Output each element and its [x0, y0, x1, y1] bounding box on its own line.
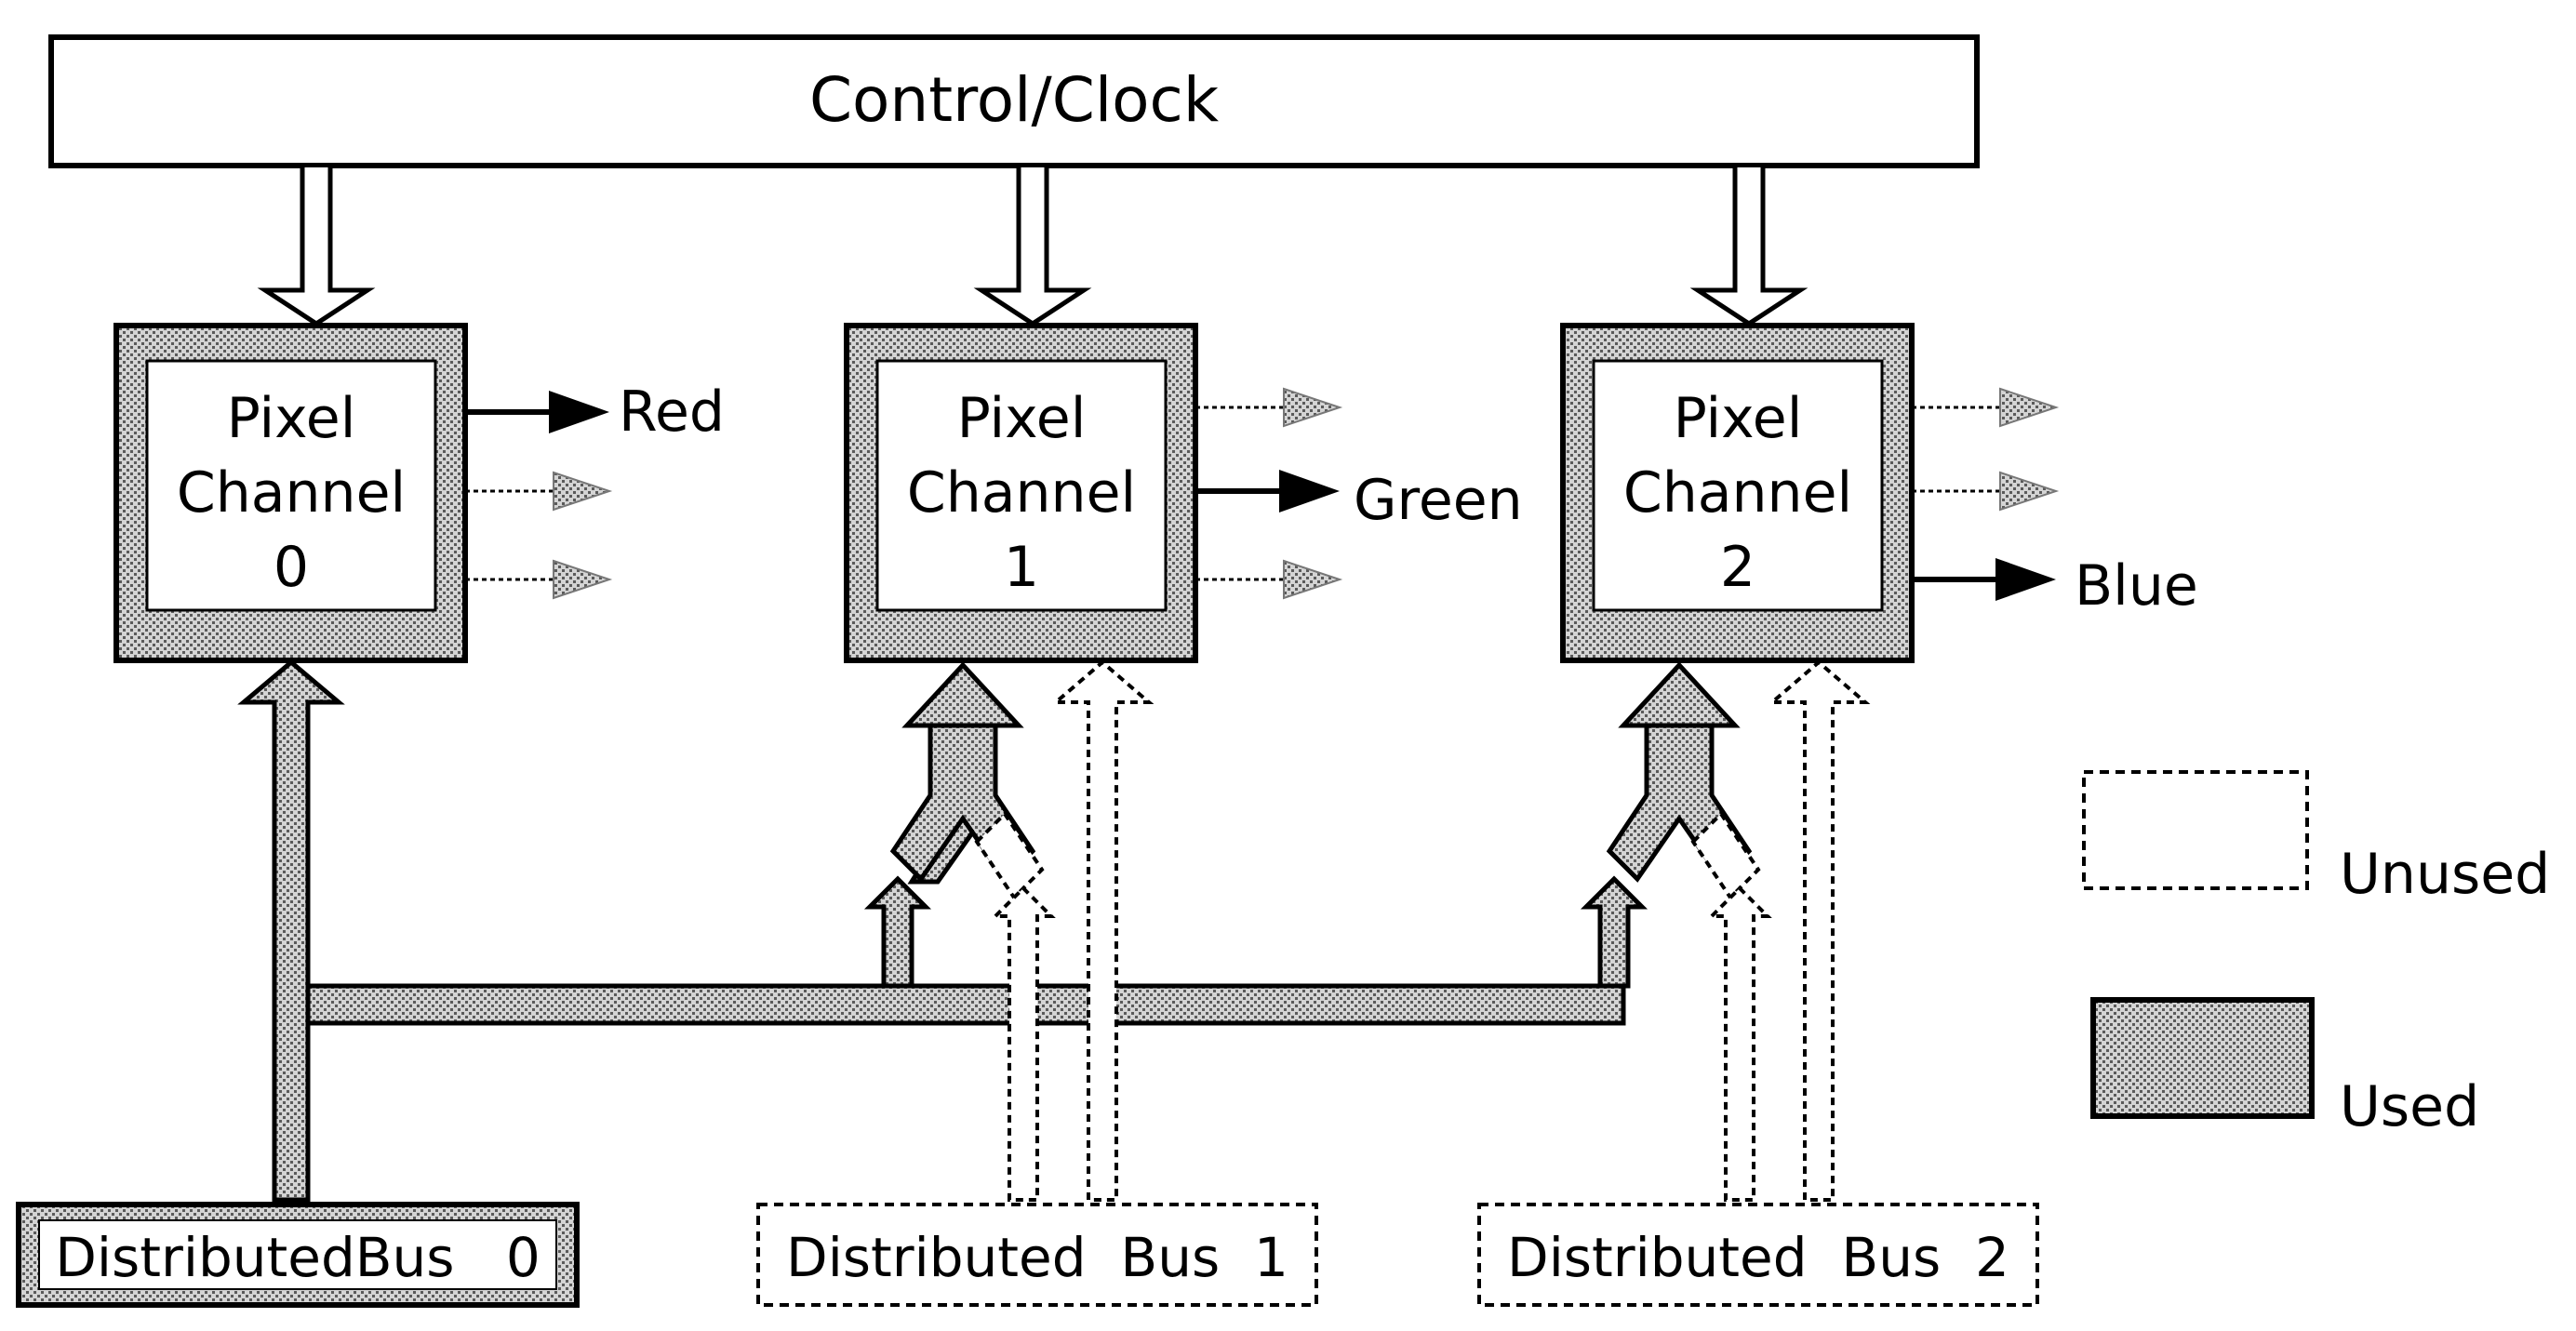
channel-1-direct-unused [1050, 659, 1155, 1202]
channel-2-line3: 2 [1720, 535, 1755, 600]
channel-1-output-unused-1 [1195, 387, 1343, 428]
control-arrow-0 [257, 167, 376, 326]
control-clock-label: Control/Clock [809, 64, 1220, 136]
distributed-bus-1-label: Distributed Bus 1 [786, 1226, 1288, 1289]
channel-1-output-used [1195, 470, 1340, 512]
legend-used-swatch [2090, 997, 2315, 1119]
control-arrow-2 [1689, 167, 1809, 326]
channel-1-line2: Channel [907, 460, 1136, 526]
legend: Unused Used [2082, 770, 2550, 1139]
channel-2-output-used [1912, 558, 2056, 601]
channel-2-output-unused-2 [1912, 471, 2060, 512]
legend-unused-label: Unused [2340, 842, 2550, 907]
legend-used-label: Used [2340, 1074, 2479, 1139]
pixel-channel-0: Pixel Channel 0 [113, 323, 468, 663]
output-red-label: Red [619, 379, 725, 445]
distributed-bus-1: Distributed Bus 1 [756, 1203, 1318, 1307]
channel-0-line3: 0 [274, 535, 309, 600]
channel-2-merge-unused [1690, 810, 1772, 1202]
channel-0-output-unused-2 [465, 559, 613, 600]
distributed-bus-2: Distributed Bus 2 [1477, 1203, 2039, 1307]
channel-1-merge-unused [974, 810, 1056, 1202]
channel-2-direct-unused [1767, 659, 1871, 1202]
output-blue-label: Blue [2075, 553, 2198, 619]
pixel-channel-2: Pixel Channel 2 [1560, 323, 1915, 663]
channel-1-output-unused-2 [1195, 559, 1343, 600]
output-green-label: Green [1354, 468, 1523, 533]
channel-2-output-unused-1 [1912, 387, 2060, 428]
distributed-bus-0: DistributedBus 0 [16, 1202, 580, 1308]
channel-0-output-unused-1 [465, 471, 613, 512]
distributed-bus-2-label: Distributed Bus 2 [1507, 1226, 2009, 1289]
control-arrow-1 [973, 167, 1092, 326]
channel-1-line1: Pixel [957, 386, 1087, 451]
distributed-bus-0-label: DistributedBus 0 [55, 1226, 541, 1289]
channel-2-line1: Pixel [1674, 386, 1803, 451]
channel-0-output-used [465, 391, 609, 433]
pixel-channel-1: Pixel Channel 1 [844, 323, 1198, 663]
channel-0-line2: Channel [177, 460, 406, 526]
control-clock-bar: Control/Clock [48, 34, 1980, 168]
channel-2-line2: Channel [1623, 460, 1852, 526]
channel-0-line1: Pixel [227, 386, 356, 451]
bus-0-to-channel-0 [237, 659, 345, 1203]
channel-1-line3: 1 [1004, 535, 1039, 600]
shared-horizontal-bus [300, 983, 1626, 1026]
legend-unused-swatch [2082, 770, 2309, 890]
